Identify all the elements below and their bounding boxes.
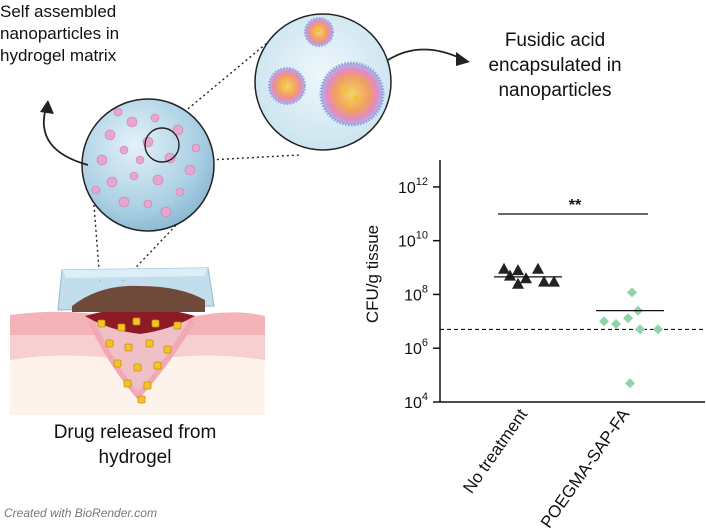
arrow-head-self [40,100,54,114]
label-self-assembled: Self assembled nanoparticles in hydrogel… [0,1,150,67]
y-tick-label: 1010 [398,230,428,251]
triangle-point [548,275,560,287]
significance-label: ** [569,197,582,214]
nanoparticle-zoom [254,13,392,151]
zoom-line-right [121,199,201,283]
hydrogel-sphere [81,98,215,232]
label-line: Self assembled [0,2,117,21]
significance-bracket: ** [498,197,648,215]
triangle-point [504,269,516,281]
y-axis-label: CFU/g tissue [363,225,382,323]
triangle-point [520,272,532,284]
y-ticks: 104 106 108 1010 1012 [398,176,440,412]
data-points [498,262,663,389]
label-line: Fusidic acid [504,30,606,51]
credit-text: Created with BioRender.com [4,506,157,520]
y-tick-label: 108 [404,283,428,304]
x-category-label: No treatment [459,405,531,497]
label-line: encapsulated in [488,55,622,76]
y-tick-label: 104 [404,391,428,412]
label-fusidic-acid: Fusidic acid encapsulated in nanoparticl… [470,28,640,103]
triangle-point [512,264,524,276]
label-drug-released: Drug released from hydrogel [30,420,240,470]
label-line: nanoparticles [498,80,612,101]
label-line: hydrogel matrix [0,46,117,65]
y-tick-label: 1012 [398,176,428,197]
triangle-point [538,275,550,287]
zoom-line-left [91,179,101,283]
chart-axes [439,160,705,403]
label-line: nanoparticles in [0,24,120,43]
hydrogel-patch [57,267,215,312]
y-tick-label: 106 [404,337,428,358]
diamond-point [611,318,621,329]
diamond-point [653,324,663,335]
diamond-point [623,313,633,324]
arrow-to-label-fusidic [387,48,461,61]
triangle-point [532,262,544,274]
triangle-point [498,262,510,274]
drug-particles [97,317,182,404]
arrow-head-fusidic [456,52,470,66]
diamond-point [627,287,637,298]
arrow-to-label-self [42,107,89,166]
label-line: Drug released from [53,422,217,443]
mean-lines [494,276,664,312]
x-category-label: POEGMA-SAP-FA [537,405,634,528]
diamond-point [625,378,635,389]
cfu-chart: CFU/g tissue 104 106 108 1010 1012 ** No tre… [363,160,705,528]
label-line: hydrogel [98,447,172,468]
triangle-point [512,277,524,289]
diamond-point [635,324,645,335]
diamond-point [599,316,609,327]
